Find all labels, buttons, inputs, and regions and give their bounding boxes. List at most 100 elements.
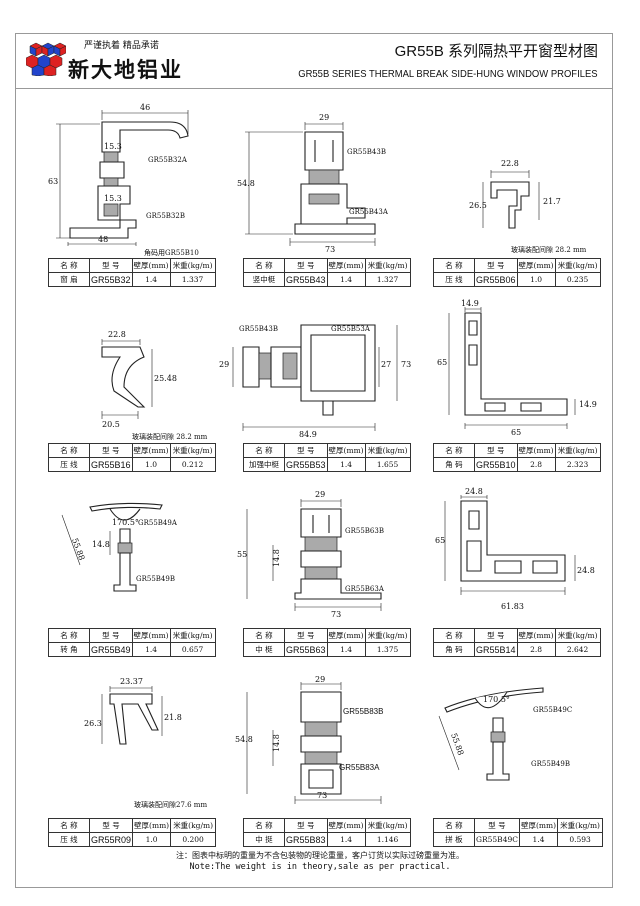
header-cell: 米重(kg/m): [557, 818, 604, 833]
cell-model: GR55B53: [284, 457, 328, 472]
cell-thickness: 1.0: [131, 457, 171, 472]
cell-thickness: 1.4: [326, 642, 366, 657]
dim-width: 22.8: [501, 159, 519, 168]
header-cell: 型 号: [89, 258, 133, 273]
cell-name: 转 角: [48, 642, 90, 657]
header-cell: 米重(kg/m): [364, 628, 411, 643]
header-cell: 型 号: [284, 443, 328, 458]
header-cell: 名 称: [48, 258, 90, 273]
dim-height: 54.8: [235, 735, 253, 744]
cell-model: GR55B14: [474, 642, 518, 657]
header-cell: 壁厚(mm): [131, 443, 171, 458]
cell-weight: 0.657: [169, 642, 216, 657]
dim-width: 46: [140, 103, 150, 112]
spec-table-header-row: 名 称型 号壁厚(mm)米重(kg/m): [433, 258, 601, 273]
header-cell: 型 号: [89, 628, 133, 643]
part-label-gr55b83a: GR55B83A: [339, 763, 380, 772]
spec-table-header-row: 名 称型 号壁厚(mm)米重(kg/m): [433, 443, 601, 458]
cell-weight: 2.642: [554, 642, 601, 657]
part-label-gr55b32a: GR55B32A: [148, 156, 188, 164]
dim-14-8: 14.8: [272, 734, 281, 752]
cell-weight: 1.146: [364, 832, 411, 847]
spec-table-header-row: 名 称型 号壁厚(mm)米重(kg/m): [48, 628, 216, 643]
profile-drawing-gr55b14: 24.8 65 24.8 61.83: [435, 487, 595, 611]
header-cell: 名 称: [433, 258, 475, 273]
cell-model: GR55B43: [284, 272, 328, 287]
part-label-gr55b63a: GR55B63A: [345, 585, 385, 593]
dim-right-thickness: 24.8: [577, 566, 595, 575]
cell-model: GR55B32: [89, 272, 133, 287]
header-cell: 名 称: [433, 628, 475, 643]
cell-thickness: 1.0: [516, 272, 556, 287]
cell-name: 中 挺: [243, 832, 285, 847]
header-cell: 型 号: [284, 628, 328, 643]
cell-weight: 1.655: [364, 457, 411, 472]
cell-name: 压 线: [433, 272, 475, 287]
spec-table-header-row: 名 称型 号壁厚(mm)米重(kg/m): [48, 443, 216, 458]
footer-note-english: Note:The weight is in theory,sale as per…: [189, 862, 451, 872]
header-cell: 名 称: [48, 443, 90, 458]
dim-29: 29: [219, 360, 229, 369]
dim-bottom-width: 73: [325, 245, 335, 254]
header-cell: 壁厚(mm): [131, 258, 171, 273]
dim-15-3-lower: 15.3: [104, 194, 122, 203]
angle-label: 170.5°: [112, 518, 139, 527]
cell-thickness: 1.4: [131, 272, 171, 287]
header-cell: 型 号: [474, 443, 518, 458]
header-cell: 名 称: [243, 628, 285, 643]
header-cell: 米重(kg/m): [170, 818, 217, 833]
header-cell: 米重(kg/m): [364, 443, 411, 458]
dim-width: 29: [315, 675, 325, 684]
header-cell: 壁厚(mm): [326, 258, 366, 273]
spec-table-header-row: 名 称型 号壁厚(mm)米重(kg/m): [243, 818, 411, 833]
profile-drawing-gr55b16: 22.8 25.48 20.5 玻璃装配间隙 28.2 mm: [101, 330, 208, 441]
cell-thickness: 1.4: [326, 457, 366, 472]
dim-width: 23.37: [120, 677, 143, 686]
header-cell: 名 称: [433, 818, 475, 833]
cell-thickness: 2.8: [516, 642, 556, 657]
cell-model: GR55B06: [474, 272, 518, 287]
spec-table-header-row: 名 称型 号壁厚(mm)米重(kg/m): [433, 818, 604, 833]
dim-73: 73: [401, 360, 411, 369]
part-label-gr55b32b: GR55B32B: [146, 212, 185, 220]
dim-right-thickness: 14.9: [579, 400, 597, 409]
cell-name: 角 码: [433, 642, 475, 657]
header-cell: 名 称: [243, 818, 285, 833]
part-label-gr55b43a: GR55B43A: [349, 208, 389, 216]
dim-bottom-width: 73: [331, 610, 341, 619]
part-label-gr55b43b: GR55B43B: [347, 148, 386, 156]
part-label-gr55b53a: GR55B53A: [331, 325, 371, 333]
header-cell: 米重(kg/m): [554, 258, 601, 273]
header-cell: 壁厚(mm): [518, 818, 559, 833]
cell-model: GR55B16: [89, 457, 133, 472]
header-cell: 米重(kg/m): [169, 258, 216, 273]
dim-width: 61.83: [501, 602, 524, 611]
dim-width: 65: [511, 428, 521, 437]
footer-note-chinese: 注：图表中标明的重量为不含包装物的理论重量，客户订货以实际过磅重量为准。: [176, 851, 464, 860]
header-cell: 型 号: [474, 628, 518, 643]
profile-drawing-gr55b49c: 170.5° GR55B49C 55.88 GR55B49B: [438, 687, 572, 781]
dim-height: 65: [437, 358, 447, 367]
header-divider: [15, 88, 613, 89]
part-label-gr55b49c: GR55B49C: [533, 706, 572, 714]
dim-14-8: 14.8: [272, 549, 281, 567]
profile-drawing-gr55b10: 14.9 65 14.9 65: [437, 299, 597, 437]
dim-15-3-upper: 15.3: [104, 142, 122, 151]
spec-table-header-row: 名 称型 号壁厚(mm)米重(kg/m): [243, 443, 411, 458]
cell-weight: 1.337: [169, 272, 216, 287]
header-cell: 米重(kg/m): [554, 443, 601, 458]
dim-top-width: 14.9: [461, 299, 479, 308]
